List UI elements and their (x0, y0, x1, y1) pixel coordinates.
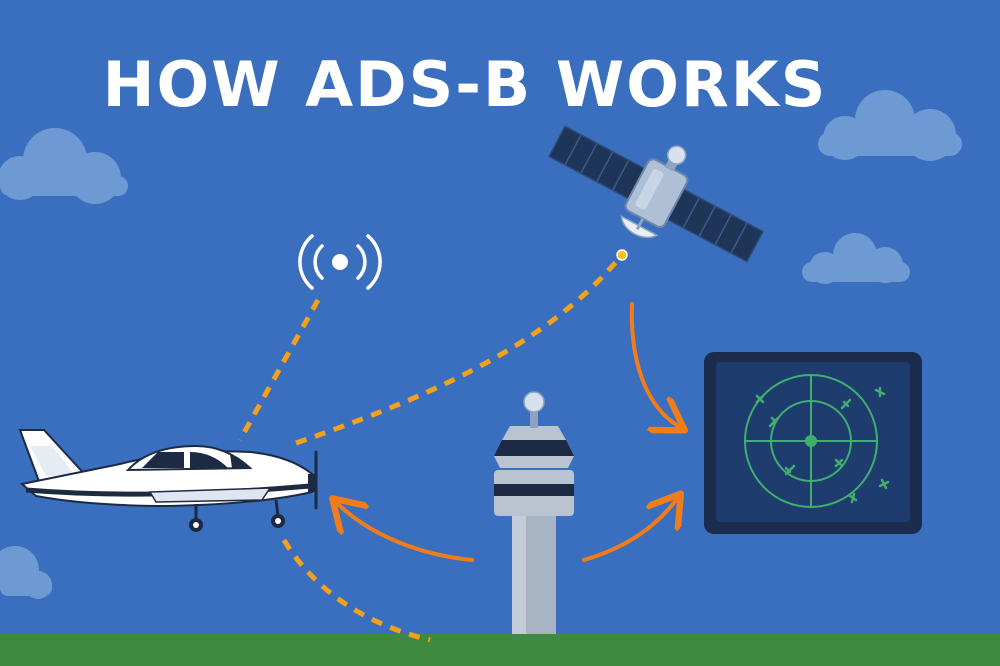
ground-strip (0, 634, 1000, 666)
satellite-icon (548, 125, 764, 263)
control-tower-icon (494, 391, 574, 634)
flow-arrows (338, 302, 678, 562)
arrow-tower-to-radar (582, 500, 676, 562)
diagram-title: HOW ADS-B WORKS (102, 48, 828, 121)
cloud-left (0, 128, 128, 204)
cloud-mid-right (802, 233, 910, 284)
cloud-top-right (818, 90, 962, 161)
cloud-bottom-left (0, 546, 52, 599)
satellite-signal-dot (616, 249, 628, 261)
satellite-solar-panel-right (666, 188, 764, 263)
arrow-satellite-to-radar (629, 302, 678, 426)
arrow-tower-to-aircraft (338, 504, 474, 562)
aircraft-icon (18, 429, 318, 532)
ground-station-signal-icon (298, 234, 382, 290)
signal-aircraft-to-satellite (295, 260, 618, 446)
radar-display-icon (704, 352, 922, 534)
radar-aircraft-blips (755, 386, 890, 504)
signal-paths (237, 260, 618, 643)
signal-aircraft-to-ground-station (237, 298, 321, 442)
satellite-solar-panel-left (548, 125, 646, 200)
signal-aircraft-to-ground (281, 538, 431, 643)
